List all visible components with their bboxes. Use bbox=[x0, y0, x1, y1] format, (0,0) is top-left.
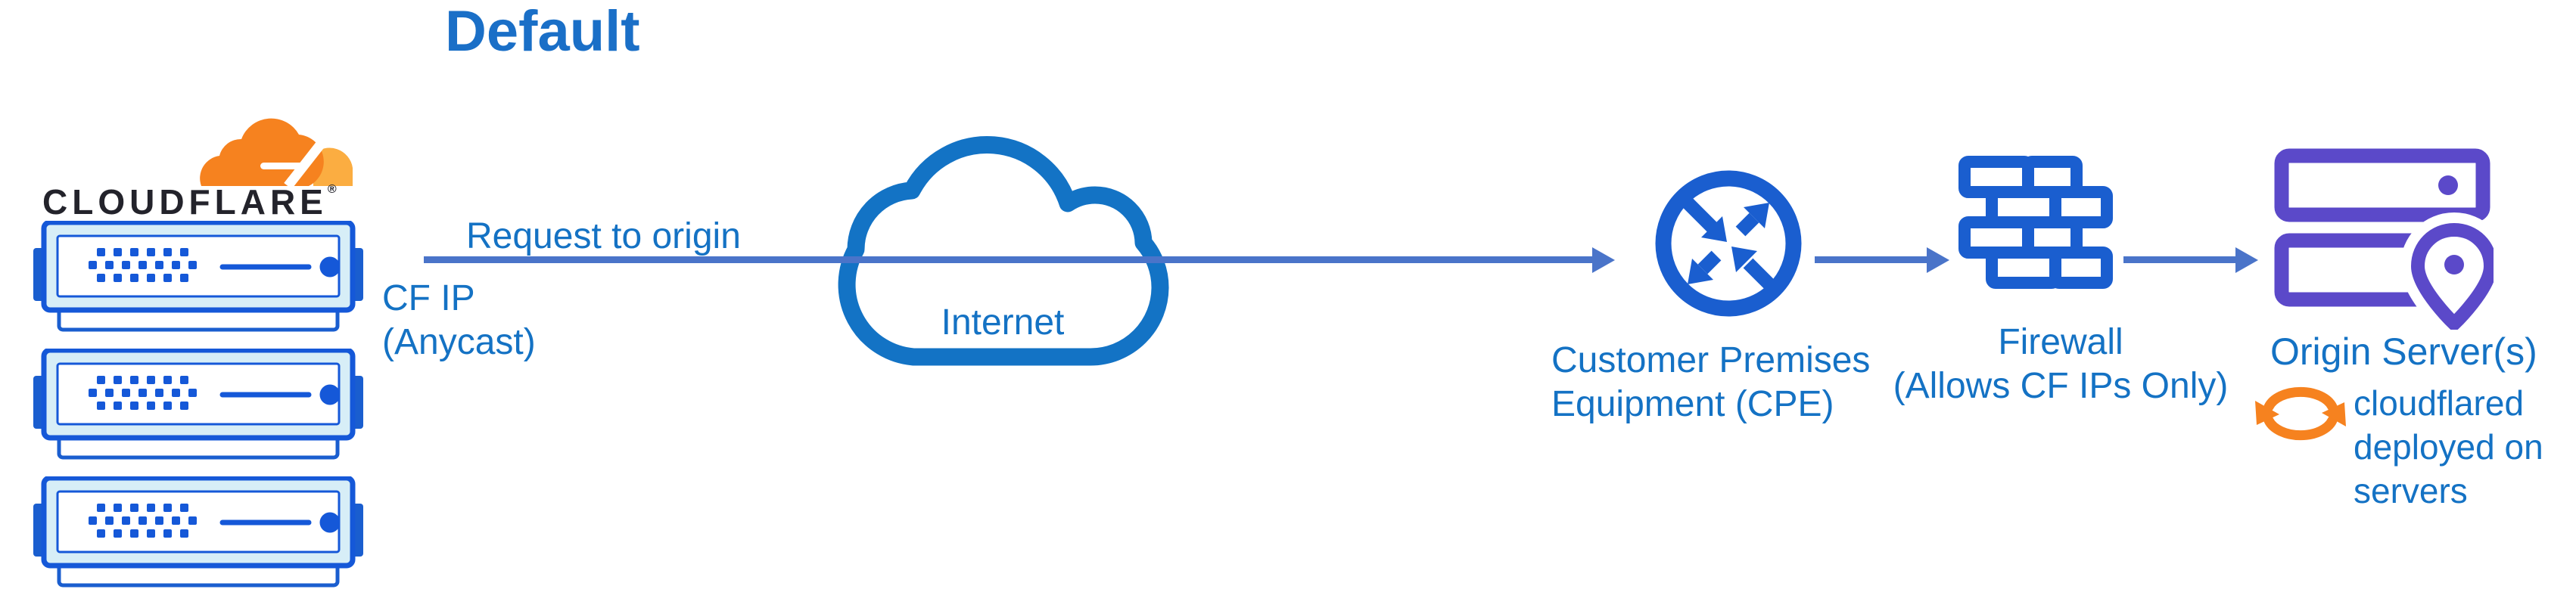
edge-server-icon bbox=[32, 221, 365, 336]
request-to-origin-label: Request to origin bbox=[466, 216, 741, 256]
cloudflared-note-line2: deployed on bbox=[2354, 427, 2543, 467]
cf-ip-label-line2: (Anycast) bbox=[382, 322, 536, 362]
flow-arrow-main-head-icon bbox=[1592, 247, 1615, 273]
internet-label: Internet bbox=[941, 302, 1065, 343]
diagram-title: Default bbox=[445, 0, 640, 64]
arrow-firewall-to-origin-head-icon bbox=[2235, 247, 2258, 273]
cf-ip-label-line1: CF IP bbox=[382, 278, 475, 318]
cpe-label-line2: Equipment (CPE) bbox=[1551, 384, 1834, 424]
cf-ip-anycast-label: CF IP (Anycast) bbox=[382, 277, 536, 364]
arrow-cpe-to-firewall-head-icon bbox=[1927, 247, 1949, 273]
internet-cloud-icon bbox=[838, 136, 1169, 366]
cloudflared-note-line1: cloudflared bbox=[2354, 383, 2525, 423]
registered-mark: ® bbox=[327, 183, 337, 196]
arrow-firewall-to-origin bbox=[2123, 256, 2237, 263]
edge-server-icon bbox=[32, 476, 365, 591]
firewall-label-line2: (Allows CF IPs Only) bbox=[1893, 366, 2229, 406]
firewall-brick-wall-icon bbox=[1958, 156, 2113, 289]
flow-arrow-main bbox=[424, 256, 1594, 263]
cloudflare-wordmark-text: CLOUDFLARE bbox=[42, 182, 328, 222]
arrow-cpe-to-firewall bbox=[1815, 256, 1928, 263]
firewall-label-line1: Firewall bbox=[1998, 322, 2123, 362]
cpe-label-line1: Customer Premises bbox=[1551, 340, 1871, 380]
firewall-label: Firewall (Allows CF IPs Only) bbox=[1884, 321, 2237, 408]
cloudflared-sync-arrows-icon bbox=[2255, 386, 2346, 441]
origin-servers-label: Origin Server(s) bbox=[2270, 330, 2537, 373]
cloudflare-logo-cloud-icon bbox=[200, 118, 353, 189]
edge-server-icon bbox=[32, 349, 365, 464]
origin-servers-location-icon bbox=[2274, 148, 2494, 330]
cpe-traffic-exchange-icon bbox=[1655, 170, 1802, 317]
cpe-label: Customer Premises Equipment (CPE) bbox=[1551, 339, 1870, 426]
cloudflared-note-line3: servers bbox=[2354, 471, 2468, 510]
cloudflare-wordmark: CLOUDFLARE® bbox=[42, 181, 337, 222]
cloudflared-note: cloudflared deployed on servers bbox=[2354, 381, 2543, 513]
